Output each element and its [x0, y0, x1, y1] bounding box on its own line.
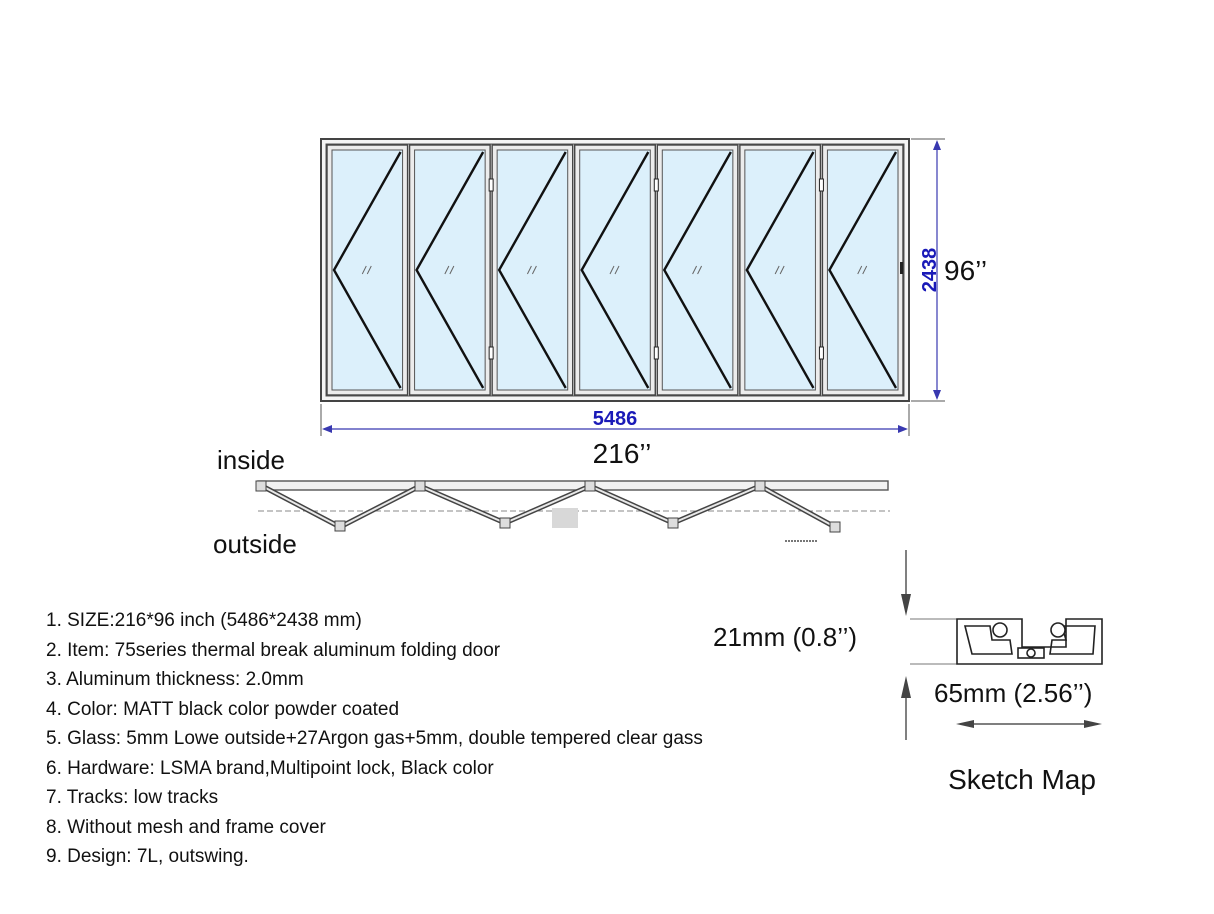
glass-pane — [826, 149, 899, 391]
spec-item: 6. Hardware: LSMA brand,Multipoint lock,… — [46, 757, 494, 779]
width-inch-label: 216’’ — [593, 438, 652, 469]
folded-panels — [260, 483, 837, 530]
opening-indicator — [580, 151, 650, 389]
hinge — [818, 346, 824, 360]
opening-indicator — [828, 151, 898, 389]
glass-pane — [331, 149, 404, 391]
hinge — [488, 346, 494, 360]
door-panel — [574, 144, 656, 396]
door-panel — [326, 144, 409, 396]
height-mm-label: 2438 — [919, 248, 941, 293]
height-inch-label: 96’’ — [944, 255, 987, 286]
spec-item: 2. Item: 75series thermal break aluminum… — [46, 639, 501, 661]
plan-view: inside outside — [213, 445, 890, 559]
glass-pane — [496, 149, 569, 391]
opening-indicator — [497, 151, 567, 389]
opening-indicator — [415, 151, 485, 389]
spec-item: 5. Glass: 5mm Lowe outside+27Argon gas+5… — [46, 728, 703, 749]
inner-frame — [325, 143, 905, 397]
plan-hinges — [255, 480, 841, 533]
glass-pane — [414, 149, 486, 391]
inside-label: inside — [217, 445, 285, 475]
spec-item: 9. Design: 7L, outswing. — [46, 846, 249, 867]
door-panel — [491, 144, 574, 396]
spec-item: 8. Without mesh and frame cover — [46, 816, 326, 838]
spec-item: 1. SIZE:216*96 inch (5486*2438 mm) — [46, 610, 362, 631]
profile-sketch: 21mm (0.8’’) 65mm (2.56’’) Sketch Map — [713, 550, 1103, 795]
glass-pane — [661, 149, 734, 391]
hinge — [818, 178, 824, 192]
height-dimension: 2438 96’’ — [911, 138, 987, 402]
plan-track — [257, 480, 889, 491]
width-dimension: 5486 216’’ — [320, 404, 910, 469]
spec-item: 3. Aluminum thickness: 2.0mm — [46, 669, 304, 690]
glass-pane — [744, 149, 816, 391]
door-panel — [408, 144, 491, 396]
spec-item: 7. Tracks: low tracks — [46, 787, 219, 808]
hinge — [488, 178, 494, 192]
sketch-map-caption: Sketch Map — [948, 764, 1096, 795]
glass-pane — [579, 149, 651, 391]
profile-width-label: 65mm (2.56’’) — [934, 678, 1092, 708]
door-panel — [821, 144, 904, 396]
opening-indicator — [662, 151, 732, 389]
front-elevation — [320, 138, 910, 402]
width-mm-label: 5486 — [593, 408, 638, 430]
outside-label: outside — [213, 529, 297, 559]
door-handle — [900, 262, 903, 274]
door-panel — [739, 144, 822, 396]
opening-indicator — [332, 151, 402, 389]
spec-list: 1. SIZE:216*96 inch (5486*2438 mm) 2. It… — [46, 606, 703, 872]
hinge — [653, 178, 659, 192]
door-panels — [326, 144, 904, 396]
spec-item: 4. Color: MATT black color powder coated — [46, 698, 400, 720]
hinge — [653, 346, 659, 360]
profile-height-label: 21mm (0.8’’) — [713, 622, 857, 652]
plan-smudge — [552, 508, 578, 528]
door-panel — [656, 144, 739, 396]
opening-indicator — [745, 151, 815, 389]
aluminum-profile-section — [956, 618, 1103, 665]
